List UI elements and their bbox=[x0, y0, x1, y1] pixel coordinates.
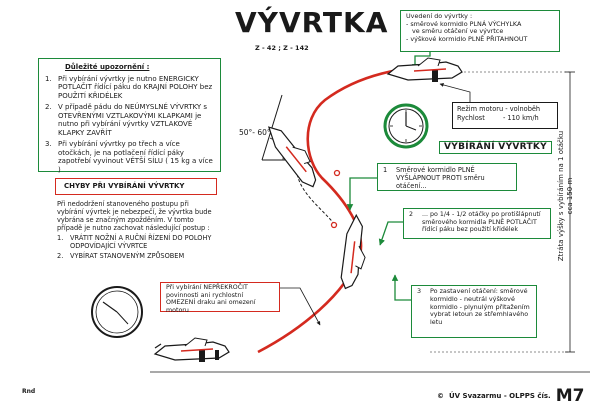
recovery-step-2: 2... po 1/4 - 1/2 otáčky po protišlápnut… bbox=[403, 208, 551, 239]
errors-box: CHYBY PŘI VYBÍRÁNÍ VÝVRTKY bbox=[55, 178, 217, 195]
list-item: 2.VYBÍRAT STANOVENÝM ZPŮSOBEM bbox=[57, 252, 185, 260]
speed-gauge-icon bbox=[91, 286, 143, 338]
footer-org: ÚV Svazarmu - OLPPS čís. bbox=[449, 392, 551, 400]
aircraft-models: Z - 42 ; Z - 142 bbox=[255, 44, 309, 52]
angle-label: 50°- 60° bbox=[239, 128, 271, 137]
important-heading: Důležité upozornění : bbox=[65, 63, 150, 71]
list-item: 3.Při vybírání vývrtky po třech a více o… bbox=[45, 140, 213, 174]
copyright-icon: © bbox=[437, 392, 444, 400]
altimeter-gauge-icon bbox=[383, 103, 429, 149]
list-item: 1.VRÁTIT NOŽNÍ A RUČNÍ ŘÍZENÍ DO POLOHY … bbox=[57, 234, 212, 250]
list-item: 2.V případě pádu do NEÚMYSLNÉ VÝVRTKY s … bbox=[45, 103, 208, 137]
sheet-number: M7 bbox=[555, 386, 585, 406]
limits-warning-box: Při vybírání NEPŘEKROČIT povinnosti ani … bbox=[160, 282, 280, 314]
aircraft-pitch-icon bbox=[267, 126, 317, 188]
footer: © ÚV Svazarmu - OLPPS čís. M7 bbox=[437, 386, 584, 406]
errors-body: Při nedodržení stanoveného postupu při v… bbox=[57, 200, 215, 260]
aircraft-entry-icon bbox=[386, 57, 463, 82]
recovery-heading: VYBÍRÁNÍ VÝVRTKY bbox=[439, 141, 553, 154]
height-loss-note: Ztráta výšky s vybíráním na 1 otáčku cca… bbox=[557, 130, 574, 262]
flight-path bbox=[257, 68, 399, 354]
list-item: 1.Při vybírání vývrtky je nutno ENERGICK… bbox=[45, 74, 213, 100]
important-notes-box: Důležité upozornění : 1.Při vybírání výv… bbox=[38, 58, 221, 174]
aircraft-level-icon bbox=[153, 337, 230, 362]
engine-settings-box: Režim motoru - volnoběh Rychlost - 110 k… bbox=[452, 102, 558, 129]
errors-heading: CHYBY PŘI VYBÍRÁNÍ VÝVRTKY bbox=[64, 182, 185, 190]
aircraft-spin-icon bbox=[340, 213, 366, 290]
spin-entry-box: Uvedení do vývrtky : - směrové kormidlo … bbox=[400, 10, 560, 52]
corner-mark: Rnd bbox=[22, 388, 36, 395]
errors-intro: Při nedodržení stanoveného postupu při v… bbox=[57, 200, 212, 232]
page-title: VÝVRTKA bbox=[235, 6, 389, 39]
entry-heading: Uvedení do vývrtky : bbox=[406, 12, 473, 20]
